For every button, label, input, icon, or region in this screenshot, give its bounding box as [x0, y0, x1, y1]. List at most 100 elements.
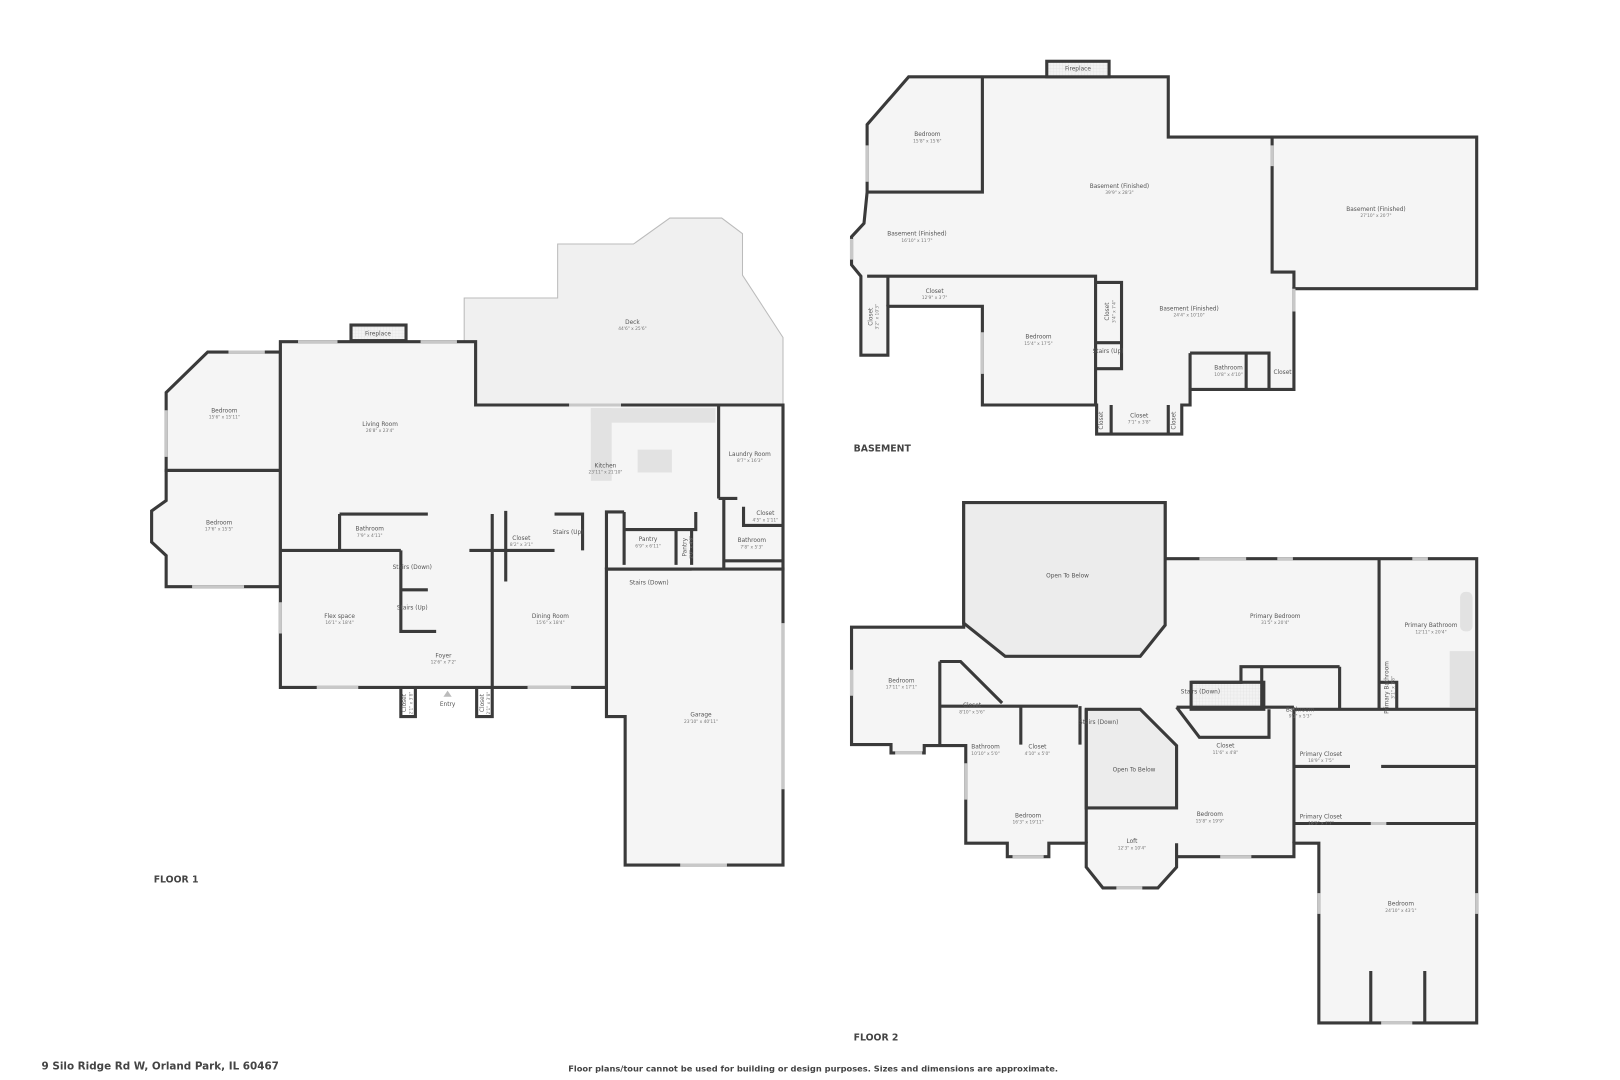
room-name: Bathroom	[1286, 707, 1315, 713]
room-dimensions: 17'11" x 17'1"	[886, 685, 917, 691]
basement-room-label: Stairs (Up)	[1093, 349, 1124, 355]
basement-room-label: Basement (Finished)16'10" x 11'7"	[887, 232, 946, 244]
room-dimensions: 18'9" x 7'5"	[1308, 758, 1334, 764]
room-name: Stairs (Down)	[393, 565, 432, 571]
basement-room-label: Closet	[1172, 411, 1178, 430]
room-name: Bedroom	[1025, 335, 1052, 341]
room-dimensions: 15'8" x 15'6"	[913, 138, 941, 144]
room-name: Bathroom	[1214, 366, 1243, 372]
room-name: Laundry Room	[729, 452, 771, 458]
room-dimensions: 3'2" x 10'3"	[875, 304, 881, 330]
room-name: Closet	[868, 307, 874, 326]
room-dimensions: 7'8" x 5'3"	[740, 544, 763, 550]
room-name: Bedroom	[206, 520, 233, 526]
room-name: Bathroom	[738, 538, 767, 544]
basement-interior-walls	[867, 76, 1296, 435]
room-name: Primary Closet	[1300, 814, 1343, 820]
room-name: Closet	[512, 536, 531, 542]
room-dimensions: 16'10" x 11'7"	[901, 238, 932, 244]
room-dimensions: 8'2" x 3'1"	[510, 542, 533, 548]
room-name: Loft	[1126, 839, 1138, 845]
room-name: Closet	[926, 289, 945, 295]
room-name: Primary Closet	[1300, 752, 1343, 758]
room-dimensions: 12'3" x 10'4"	[1118, 845, 1146, 851]
room-name: Stairs (Up)	[553, 530, 584, 536]
room-name: Closet	[1216, 744, 1235, 750]
room-name: Bedroom	[888, 678, 915, 684]
floor2-room-label: Open To Below	[1113, 768, 1156, 774]
room-dimensions: 9'1" x 5'3"	[1289, 714, 1312, 720]
entry-arrow-icon	[443, 690, 452, 697]
room-name: Closet	[756, 511, 775, 517]
room-dimensions: 12'11" x 20'4"	[1415, 629, 1446, 635]
room-name: Closet	[402, 693, 408, 712]
room-dimensions: 16'1" x 18'4"	[325, 620, 353, 626]
floor-2-plan	[849, 501, 1479, 1025]
room-name: Pantry	[639, 537, 658, 543]
room-name: Stairs (Down)	[1079, 720, 1118, 726]
room-dimensions: 27'10" x 20'7"	[1360, 213, 1391, 219]
floor1-room-label: Fireplace	[365, 331, 391, 337]
basement-plan	[849, 59, 1479, 436]
floor-1-label: FLOOR 1	[154, 875, 199, 886]
kitchen-island	[637, 449, 672, 473]
room-name: Dining Room	[532, 614, 569, 620]
room-name: Foyer	[435, 653, 452, 659]
room-dimensions: 7'9" x 4'11"	[357, 533, 383, 539]
floor2-room-label: Open To Below	[1046, 573, 1089, 579]
room-name: Open To Below	[1113, 768, 1156, 774]
basement-room-label: Basement (Finished)24'4" x 10'10"	[1159, 307, 1218, 319]
basement-windows	[849, 145, 1296, 374]
room-dimensions: 3'4" x 7'4"	[1111, 300, 1117, 323]
fireplace	[349, 323, 408, 343]
room-dimensions: 24'4" x 10'10"	[1173, 313, 1204, 319]
room-name: Kitchen	[595, 463, 617, 469]
disclaimer: Floor plans/tour cannot be used for buil…	[568, 1064, 1058, 1074]
floor2-room-label: Stairs (Down)	[1079, 720, 1118, 726]
open-to-below-upper	[962, 501, 1167, 658]
room-name: Stairs (Up)	[1093, 349, 1124, 355]
floor-1-plan	[150, 217, 785, 867]
basement-room-label: Basement (Finished)39'9" x 28'3"	[1090, 184, 1149, 196]
floor1-room-label: Stairs (Up)	[397, 606, 428, 612]
floor1-room-label: Stairs (Down)	[393, 565, 432, 571]
room-name: Closet	[1130, 413, 1149, 419]
property-address: 9 Silo Ridge Rd W, Orland Park, IL 60467	[42, 1061, 279, 1073]
room-name: Primary Bedroom	[1250, 614, 1301, 620]
basement-room-label: Fireplace	[1065, 67, 1091, 73]
room-dimensions: 18'9" x 7'7"	[1308, 821, 1334, 827]
room-name: Stairs (Down)	[629, 581, 668, 587]
room-dimensions: 23'11" x 21'10"	[588, 470, 622, 476]
room-dimensions: 2'1" x 3'8"	[408, 692, 414, 715]
room-dimensions: 3'1" x 3'8"	[1391, 676, 1397, 699]
room-name: Deck	[625, 320, 640, 326]
room-dimensions: 2'1" x 3'8"	[486, 692, 492, 715]
room-name: Flex space	[324, 614, 355, 620]
room-name: Open To Below	[1046, 573, 1089, 579]
tub	[1460, 591, 1473, 632]
